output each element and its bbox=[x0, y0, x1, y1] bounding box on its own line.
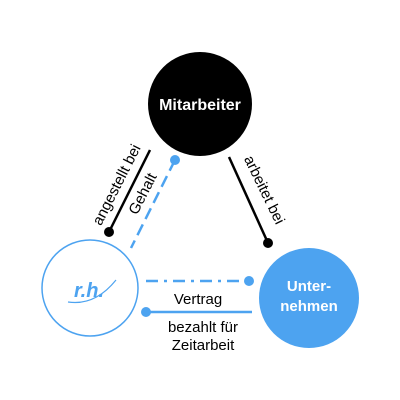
employee-label: Mitarbeiter bbox=[159, 97, 241, 114]
node-company: Unter- nehmen bbox=[259, 248, 359, 348]
company-label-line1: Unter- bbox=[287, 278, 331, 295]
salary-line bbox=[129, 159, 177, 249]
employee-circle bbox=[148, 52, 252, 156]
contract-label: Vertrag bbox=[174, 291, 222, 308]
edge-works-at: arbeitet bei bbox=[227, 153, 288, 248]
employed-by-line bbox=[107, 149, 152, 233]
pays-dot bbox=[141, 307, 151, 317]
salary-dot bbox=[170, 155, 180, 165]
pays-label-line1: bezahlt für bbox=[168, 319, 238, 336]
rh-logo-icon: r.h. bbox=[67, 279, 117, 304]
employed-by-dot bbox=[104, 227, 114, 237]
edge-pays: bezahlt für Zeitarbeit bbox=[141, 307, 252, 354]
works-at-label: arbeitet bei bbox=[240, 153, 288, 227]
agency-circle bbox=[41, 239, 139, 337]
node-employee: Mitarbeiter bbox=[148, 52, 252, 156]
company-circle bbox=[259, 248, 359, 348]
contract-dot bbox=[244, 276, 254, 286]
salary-label: Gehalt bbox=[125, 170, 161, 218]
works-at-dot bbox=[263, 238, 273, 248]
works-at-line bbox=[227, 156, 270, 244]
rh-logo-swoosh bbox=[67, 279, 117, 304]
edge-contract: Vertrag bbox=[146, 276, 254, 308]
company-label-line2: nehmen bbox=[280, 298, 338, 315]
node-agency: r.h. bbox=[41, 239, 139, 337]
pays-label-line2: Zeitarbeit bbox=[172, 337, 235, 354]
rh-logo-text: r.h. bbox=[74, 280, 104, 302]
